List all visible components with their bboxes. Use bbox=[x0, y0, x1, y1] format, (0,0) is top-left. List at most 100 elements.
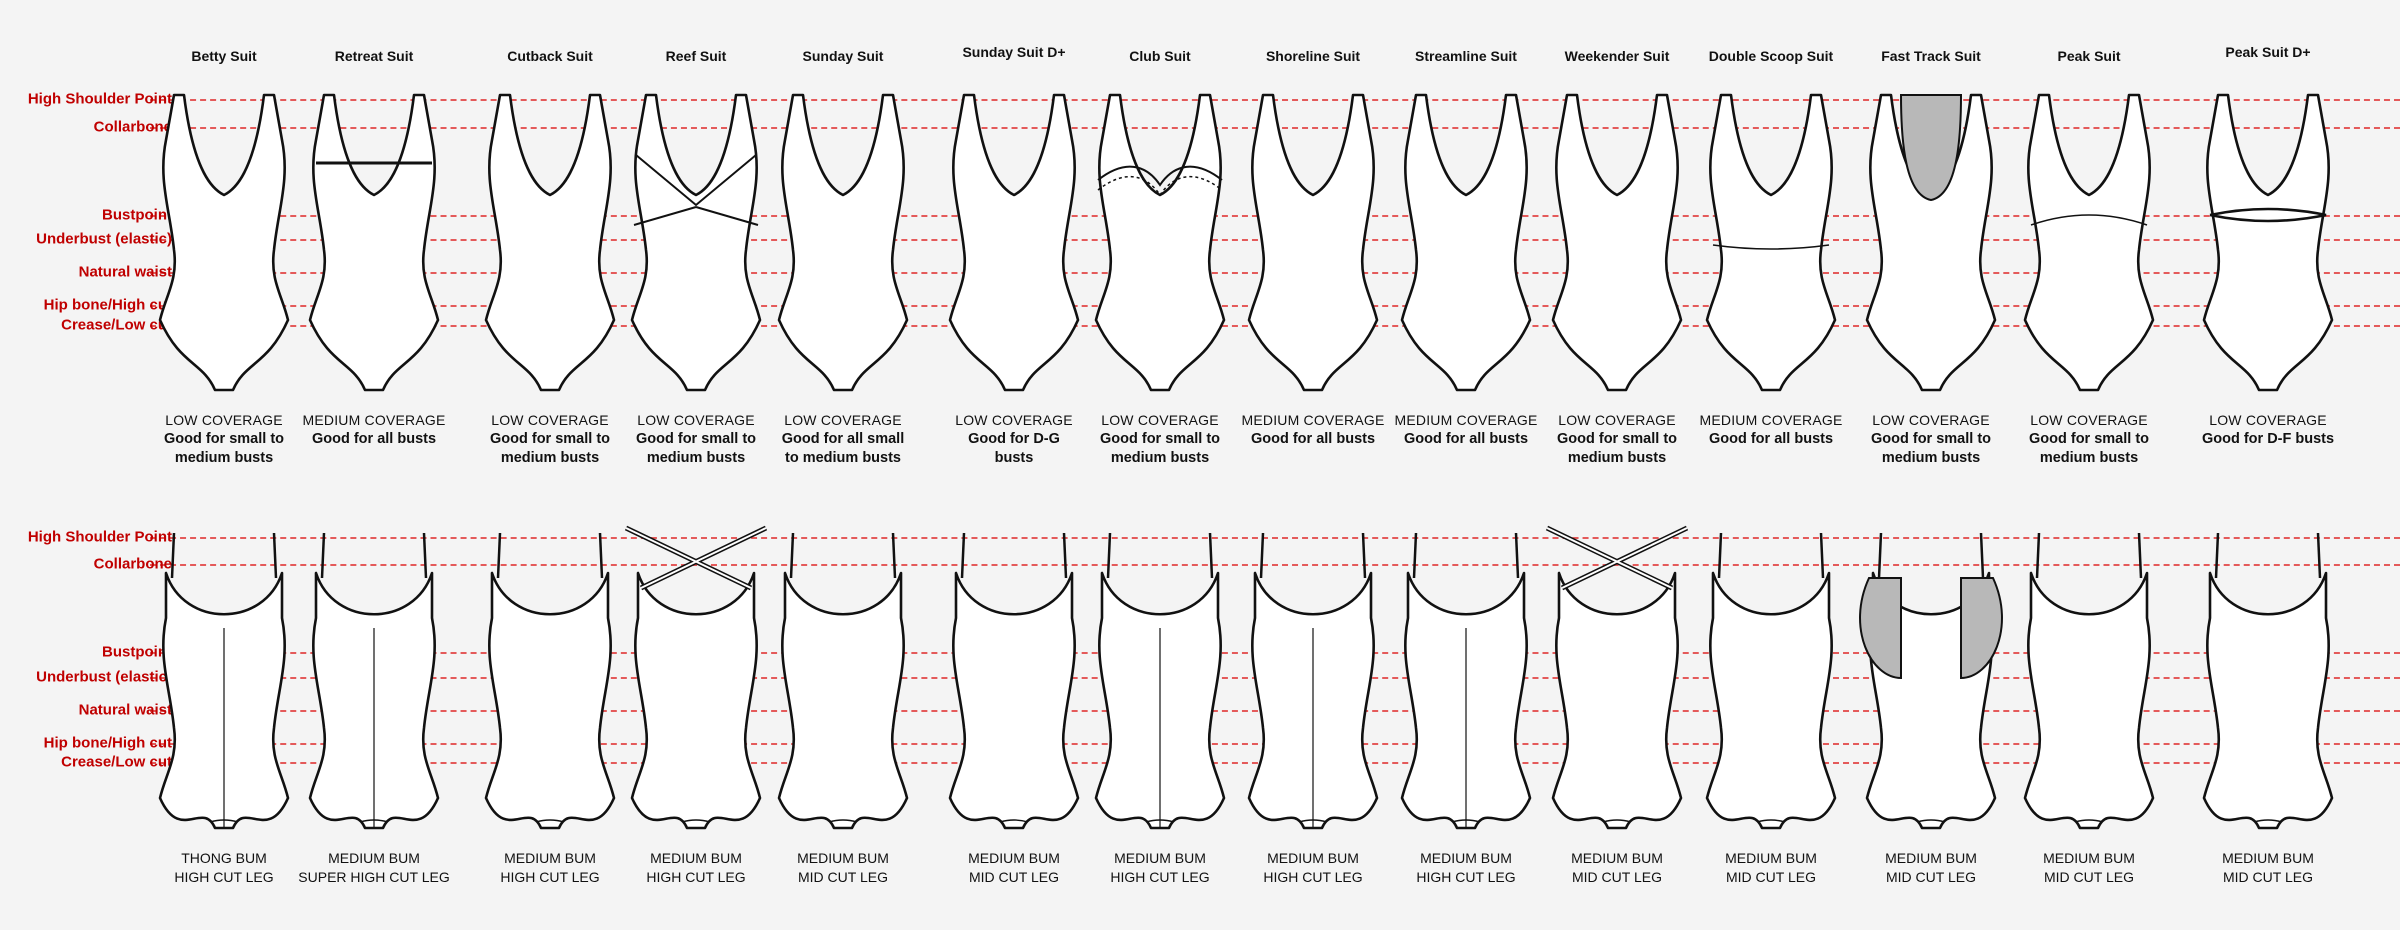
coverage-label: LOW COVERAGE bbox=[165, 412, 283, 428]
suit-outline bbox=[630, 93, 762, 392]
front-view-suit bbox=[777, 93, 909, 392]
back-cut-label: HIGH CUT LEG bbox=[646, 869, 746, 885]
reference-line bbox=[150, 564, 2400, 566]
suit-illustration bbox=[484, 93, 616, 830]
suit-illustration bbox=[2202, 93, 2334, 830]
reference-label: Hip bone/High cut bbox=[43, 296, 172, 314]
suit-outline bbox=[1094, 93, 1226, 392]
suit-name: Cutback Suit bbox=[507, 48, 593, 64]
back-cut-label: HIGH CUT LEG bbox=[500, 869, 600, 885]
bust-fit-label: Good for small to bbox=[635, 431, 757, 447]
back-view-suit bbox=[308, 532, 440, 830]
reference-label: Underbust (elastic) bbox=[36, 668, 172, 686]
reference-label: Natural waist bbox=[78, 701, 172, 719]
front-view-suit bbox=[2023, 93, 2155, 392]
coverage-label: LOW COVERAGE bbox=[1558, 412, 1676, 428]
front-view-suit bbox=[158, 93, 290, 392]
back-cut-label: MID CUT LEG bbox=[798, 869, 888, 885]
front-view-suit bbox=[1705, 93, 1837, 392]
reference-label: Crease/Low cut bbox=[61, 316, 172, 334]
suit-name: Retreat Suit bbox=[334, 48, 414, 64]
suit-outline bbox=[2023, 93, 2155, 392]
front-view-suit bbox=[1094, 93, 1226, 392]
bust-fit-label: Good for all busts bbox=[1708, 431, 1834, 447]
back-view-suit bbox=[2023, 532, 2155, 830]
back-cut-label: MEDIUM BUM bbox=[968, 850, 1060, 866]
coverage-label: LOW COVERAGE bbox=[1101, 412, 1219, 428]
front-view-suit bbox=[630, 93, 762, 392]
suit-illustration bbox=[158, 93, 290, 830]
back-cut-label: MID CUT LEG bbox=[969, 869, 1059, 885]
reference-label: High Shoulder Point bbox=[27, 528, 172, 546]
front-view-suit bbox=[484, 93, 616, 392]
suit-illustration bbox=[308, 93, 440, 830]
suit-outline bbox=[777, 93, 909, 392]
suit-outline bbox=[308, 93, 440, 392]
suit-name: Reef Suit bbox=[665, 48, 727, 64]
bust-fit-label: Good for small to bbox=[1870, 431, 1992, 447]
suit-name: Double Scoop Suit bbox=[1708, 48, 1834, 64]
suit-illustration bbox=[624, 93, 768, 830]
back-view-suit bbox=[1705, 532, 1837, 830]
bust-fit-label: medium busts bbox=[1881, 450, 1981, 466]
back-cut-description: MEDIUM BUM HIGH CUT LEG bbox=[596, 849, 796, 887]
back-view-suit bbox=[484, 532, 616, 830]
back-cut-label: MEDIUM BUM bbox=[2043, 850, 2135, 866]
back-cut-label: MID CUT LEG bbox=[1886, 869, 1976, 885]
reference-label: Bustpoint bbox=[102, 643, 172, 661]
suit-illustration bbox=[948, 93, 1080, 830]
back-cut-label: MEDIUM BUM bbox=[1885, 850, 1977, 866]
back-view-suit bbox=[1400, 532, 1532, 830]
suit-name: Betty Suit bbox=[191, 48, 257, 64]
bust-fit-label: Good for small to bbox=[1099, 431, 1221, 447]
suit-outline bbox=[1551, 93, 1683, 392]
bust-fit-label: medium busts bbox=[1110, 450, 1210, 466]
suit-illustration bbox=[1705, 93, 1837, 830]
front-view-suit bbox=[1865, 93, 1997, 392]
front-view-suit bbox=[948, 93, 1080, 392]
bust-fit-label: Good for all busts bbox=[1403, 431, 1529, 447]
back-cut-label: MEDIUM BUM bbox=[650, 850, 742, 866]
suit-name: Weekender Suit bbox=[1564, 48, 1670, 64]
back-view-suit bbox=[2202, 532, 2334, 830]
suit-illustration bbox=[1859, 93, 2003, 830]
bust-fit-label: medium busts bbox=[1567, 450, 1667, 466]
bust-fit-label: Good for D-G bbox=[968, 431, 1060, 447]
coverage-label: LOW COVERAGE bbox=[1872, 412, 1990, 428]
suit-name: Fast Track Suit bbox=[1881, 48, 1981, 64]
suit-outline bbox=[1705, 93, 1837, 392]
reference-label: Bustpoint bbox=[102, 206, 172, 224]
back-cut-label: MEDIUM BUM bbox=[1420, 850, 1512, 866]
back-view-suit bbox=[1094, 532, 1226, 830]
back-cut-label: MEDIUM BUM bbox=[328, 850, 420, 866]
coverage-label: LOW COVERAGE bbox=[2030, 412, 2148, 428]
suit-name: Club Suit bbox=[1129, 48, 1191, 64]
bust-fit-label: medium busts bbox=[174, 450, 274, 466]
suit-name: Sunday Suit D+ bbox=[962, 44, 1066, 60]
suit-illustration bbox=[777, 93, 909, 830]
front-view-suit bbox=[308, 93, 440, 392]
back-cut-description: MEDIUM BUM MID CUT LEG bbox=[914, 849, 1114, 887]
suit-outline bbox=[158, 93, 290, 392]
reference-label: Hip bone/High cut bbox=[43, 734, 172, 752]
back-cut-label: MID CUT LEG bbox=[1726, 869, 1816, 885]
bust-fit-label: Good for all small bbox=[781, 431, 905, 447]
suit-outline bbox=[484, 93, 616, 392]
coverage-label: LOW COVERAGE bbox=[955, 412, 1073, 428]
back-cut-label: HIGH CUT LEG bbox=[1263, 869, 1363, 885]
front-view-suit bbox=[2202, 93, 2334, 392]
back-cut-description: MEDIUM BUM MID CUT LEG bbox=[1831, 849, 2031, 887]
